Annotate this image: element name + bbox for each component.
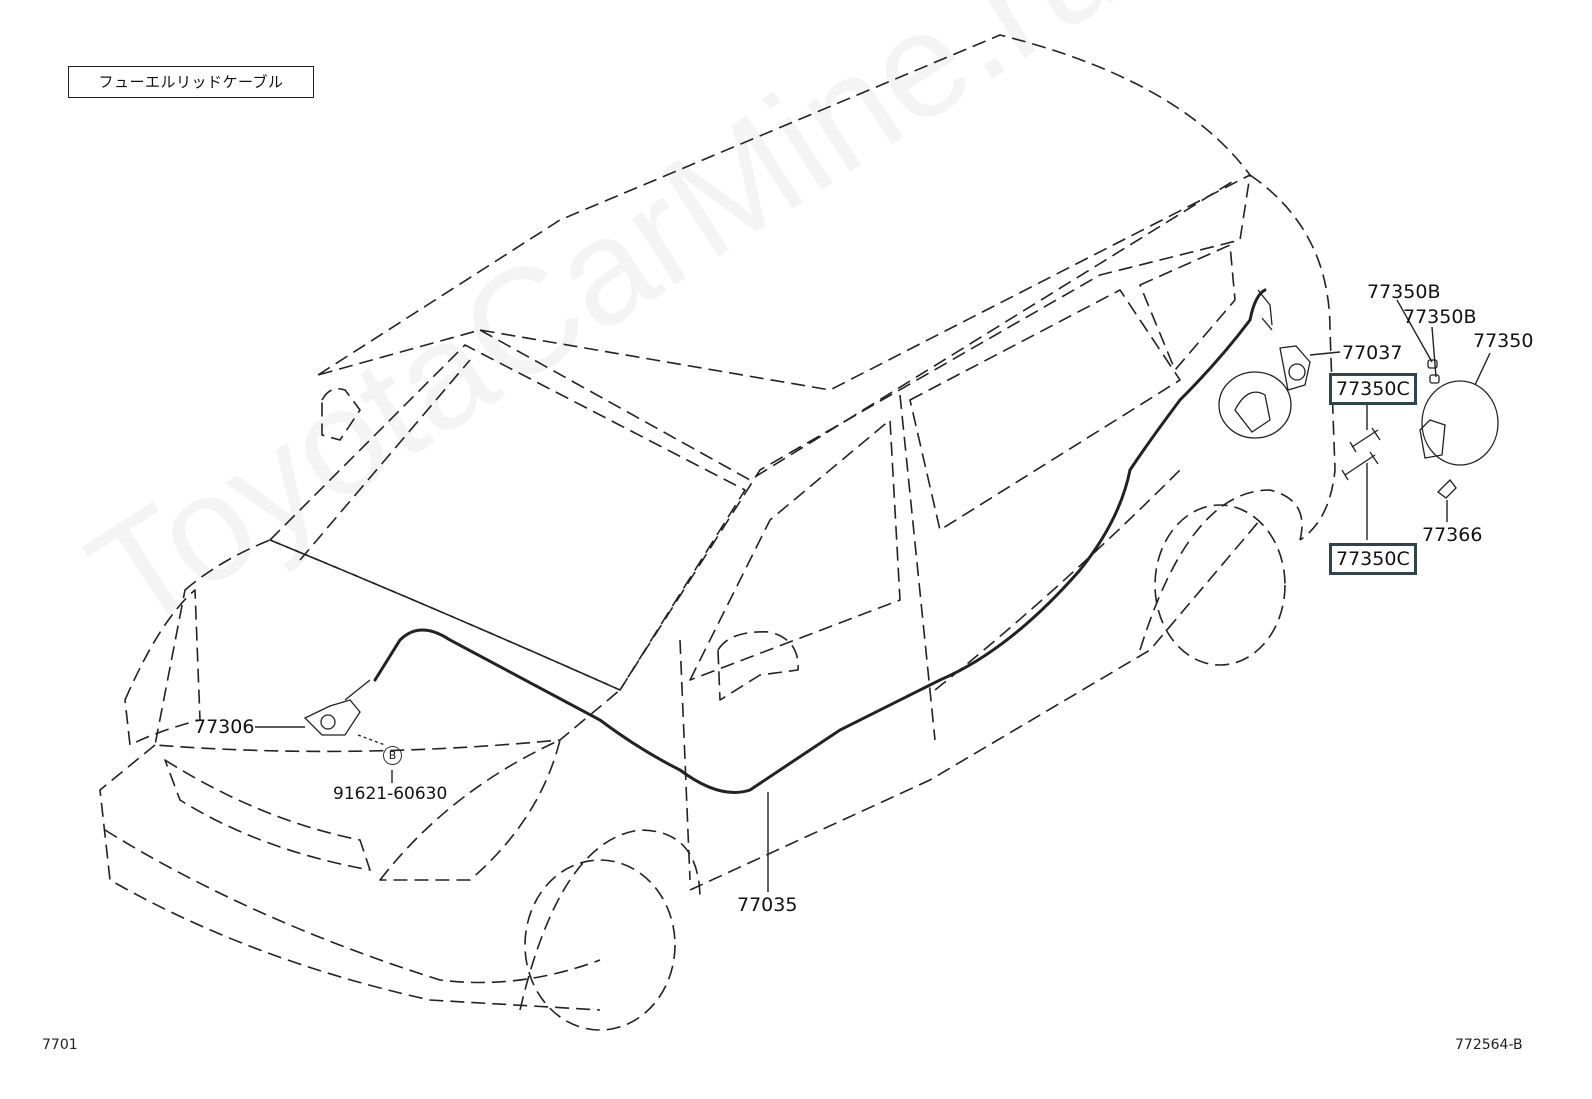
part-label-91621-60630[interactable]: 91621-60630 xyxy=(333,784,448,804)
leader-77350 xyxy=(1474,352,1491,386)
windshield-inner xyxy=(299,359,471,561)
hood xyxy=(154,539,621,753)
right-headlight xyxy=(379,739,561,881)
rear-wheel xyxy=(1154,504,1286,666)
front-bumper xyxy=(104,829,601,984)
sliding-door-rail xyxy=(934,469,1181,691)
leader-77350b-2 xyxy=(1431,326,1437,378)
diagram-title: フューエルリッドケーブル xyxy=(68,66,314,98)
roof-inner xyxy=(479,179,1236,481)
pin-77350c-1 xyxy=(1349,427,1381,453)
roof-outline xyxy=(317,34,1251,391)
front-wheel-arch xyxy=(519,829,701,1011)
left-headlight xyxy=(124,589,201,746)
side-mirror xyxy=(717,631,799,701)
rear-quarter-window xyxy=(1139,244,1236,371)
clip-77350b-1 xyxy=(1427,359,1438,369)
side-window-rear xyxy=(909,289,1181,531)
clip-77350b-2 xyxy=(1429,374,1440,384)
ref-marker-b: B xyxy=(383,746,402,765)
page-code-right: 772564-B xyxy=(1455,1037,1523,1053)
part-label-77306[interactable]: 77306 xyxy=(194,716,255,738)
door-line-front xyxy=(679,639,691,881)
leader-77037 xyxy=(1309,351,1341,356)
door-line-mid xyxy=(899,394,936,741)
fuel-lid-cable xyxy=(373,288,1267,794)
opener-lever-pivot xyxy=(320,714,336,730)
leader-77350b-1 xyxy=(1396,299,1433,363)
body-side-lower xyxy=(689,519,1261,891)
front-face xyxy=(99,744,601,1011)
part-label-77035[interactable]: 77035 xyxy=(737,894,798,916)
part-label-77350c-top[interactable]: 77350C xyxy=(1329,373,1417,405)
part-label-77366[interactable]: 77366 xyxy=(1422,524,1483,546)
fuel-lid xyxy=(1421,380,1499,466)
fuel-lid-hinge xyxy=(1419,419,1446,459)
fuel-filler-opening xyxy=(1218,371,1292,439)
part-label-77350[interactable]: 77350 xyxy=(1473,330,1534,352)
rear-end xyxy=(1249,174,1336,541)
windshield xyxy=(269,344,746,691)
grille xyxy=(164,759,371,871)
part-label-77037[interactable]: 77037 xyxy=(1342,342,1403,364)
rear-wheel-arch xyxy=(1139,489,1303,651)
front-wheel xyxy=(524,859,676,1031)
part-label-77350c-bottom[interactable]: 77350C xyxy=(1329,543,1417,575)
fuel-lid-lock-shape xyxy=(1279,345,1311,391)
pin-77350c-2 xyxy=(1341,451,1379,481)
left-mirror xyxy=(321,387,361,441)
part-label-77350b-1[interactable]: 77350B xyxy=(1367,281,1441,303)
page-code-left: 7701 xyxy=(42,1037,78,1053)
body-side-top xyxy=(619,174,1251,691)
opener-lever-shape xyxy=(303,699,361,736)
side-window-front xyxy=(689,419,901,681)
leader-91621 xyxy=(357,734,386,746)
part-label-77350b-2[interactable]: 77350B xyxy=(1403,306,1477,328)
spring-77366 xyxy=(1437,479,1457,499)
